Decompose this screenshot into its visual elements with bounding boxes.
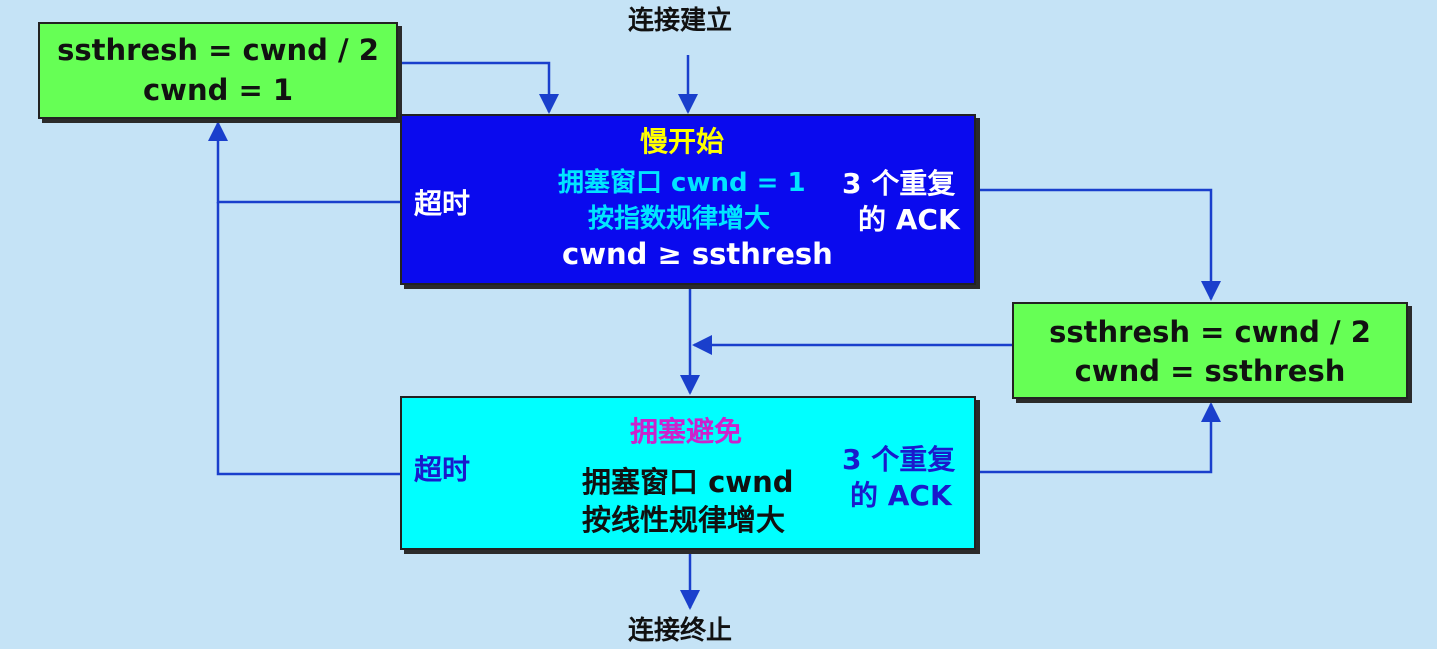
congestion-avoidance-title: 拥塞避免 bbox=[630, 415, 743, 448]
fast-recovery-line1: ssthresh = cwnd / 2 bbox=[1049, 315, 1371, 349]
label-connection-terminated: 连接终止 bbox=[628, 616, 733, 646]
congestion-avoidance-line1: 拥塞窗口 cwnd bbox=[582, 465, 794, 499]
congestion-avoidance-dupack-line1: 3 个重复 bbox=[842, 443, 956, 476]
slow-start-box: 慢开始 超时 拥塞窗口 cwnd = 1 按指数规律增大 cwnd ≥ ssth… bbox=[400, 114, 976, 285]
fast-recovery-line2: cwnd = ssthresh bbox=[1074, 354, 1346, 388]
fast-recovery-box: ssthresh = cwnd / 2 cwnd = ssthresh bbox=[1012, 302, 1408, 399]
timeout-reset-box: ssthresh = cwnd / 2 cwnd = 1 bbox=[38, 22, 398, 119]
arrow-avoid-timeout bbox=[216, 202, 400, 476]
timeout-reset-line1: ssthresh = cwnd / 2 bbox=[57, 33, 379, 67]
arrow-avoid-dupack bbox=[976, 402, 1221, 474]
slow-start-timeout-label: 超时 bbox=[414, 187, 471, 220]
timeout-reset-line2: cwnd = 1 bbox=[142, 73, 294, 107]
slow-start-dupack-line1: 3 个重复 bbox=[842, 167, 956, 200]
congestion-avoidance-timeout-label: 超时 bbox=[414, 453, 471, 486]
arrow-slowstart-dupack bbox=[976, 188, 1221, 301]
arrow-reset-to-slowstart bbox=[400, 61, 559, 114]
congestion-avoidance-line2: 按线性规律增大 bbox=[582, 503, 786, 537]
slow-start-line2: 按指数规律增大 bbox=[588, 204, 771, 234]
congestion-avoidance-dupack-line2: 的 ACK bbox=[850, 479, 952, 512]
slow-start-condition: cwnd ≥ ssthresh bbox=[562, 237, 833, 271]
slow-start-title: 慢开始 bbox=[640, 125, 725, 158]
arrow-slowstart-timeout bbox=[208, 121, 400, 204]
label-connection-established: 连接建立 bbox=[628, 6, 733, 36]
congestion-avoidance-box: 拥塞避免 超时 拥塞窗口 cwnd 按线性规律增大 3 个重复 的 ACK bbox=[400, 396, 976, 550]
slow-start-dupack-line2: 的 ACK bbox=[858, 203, 960, 236]
slow-start-line1: 拥塞窗口 cwnd = 1 bbox=[558, 168, 806, 198]
